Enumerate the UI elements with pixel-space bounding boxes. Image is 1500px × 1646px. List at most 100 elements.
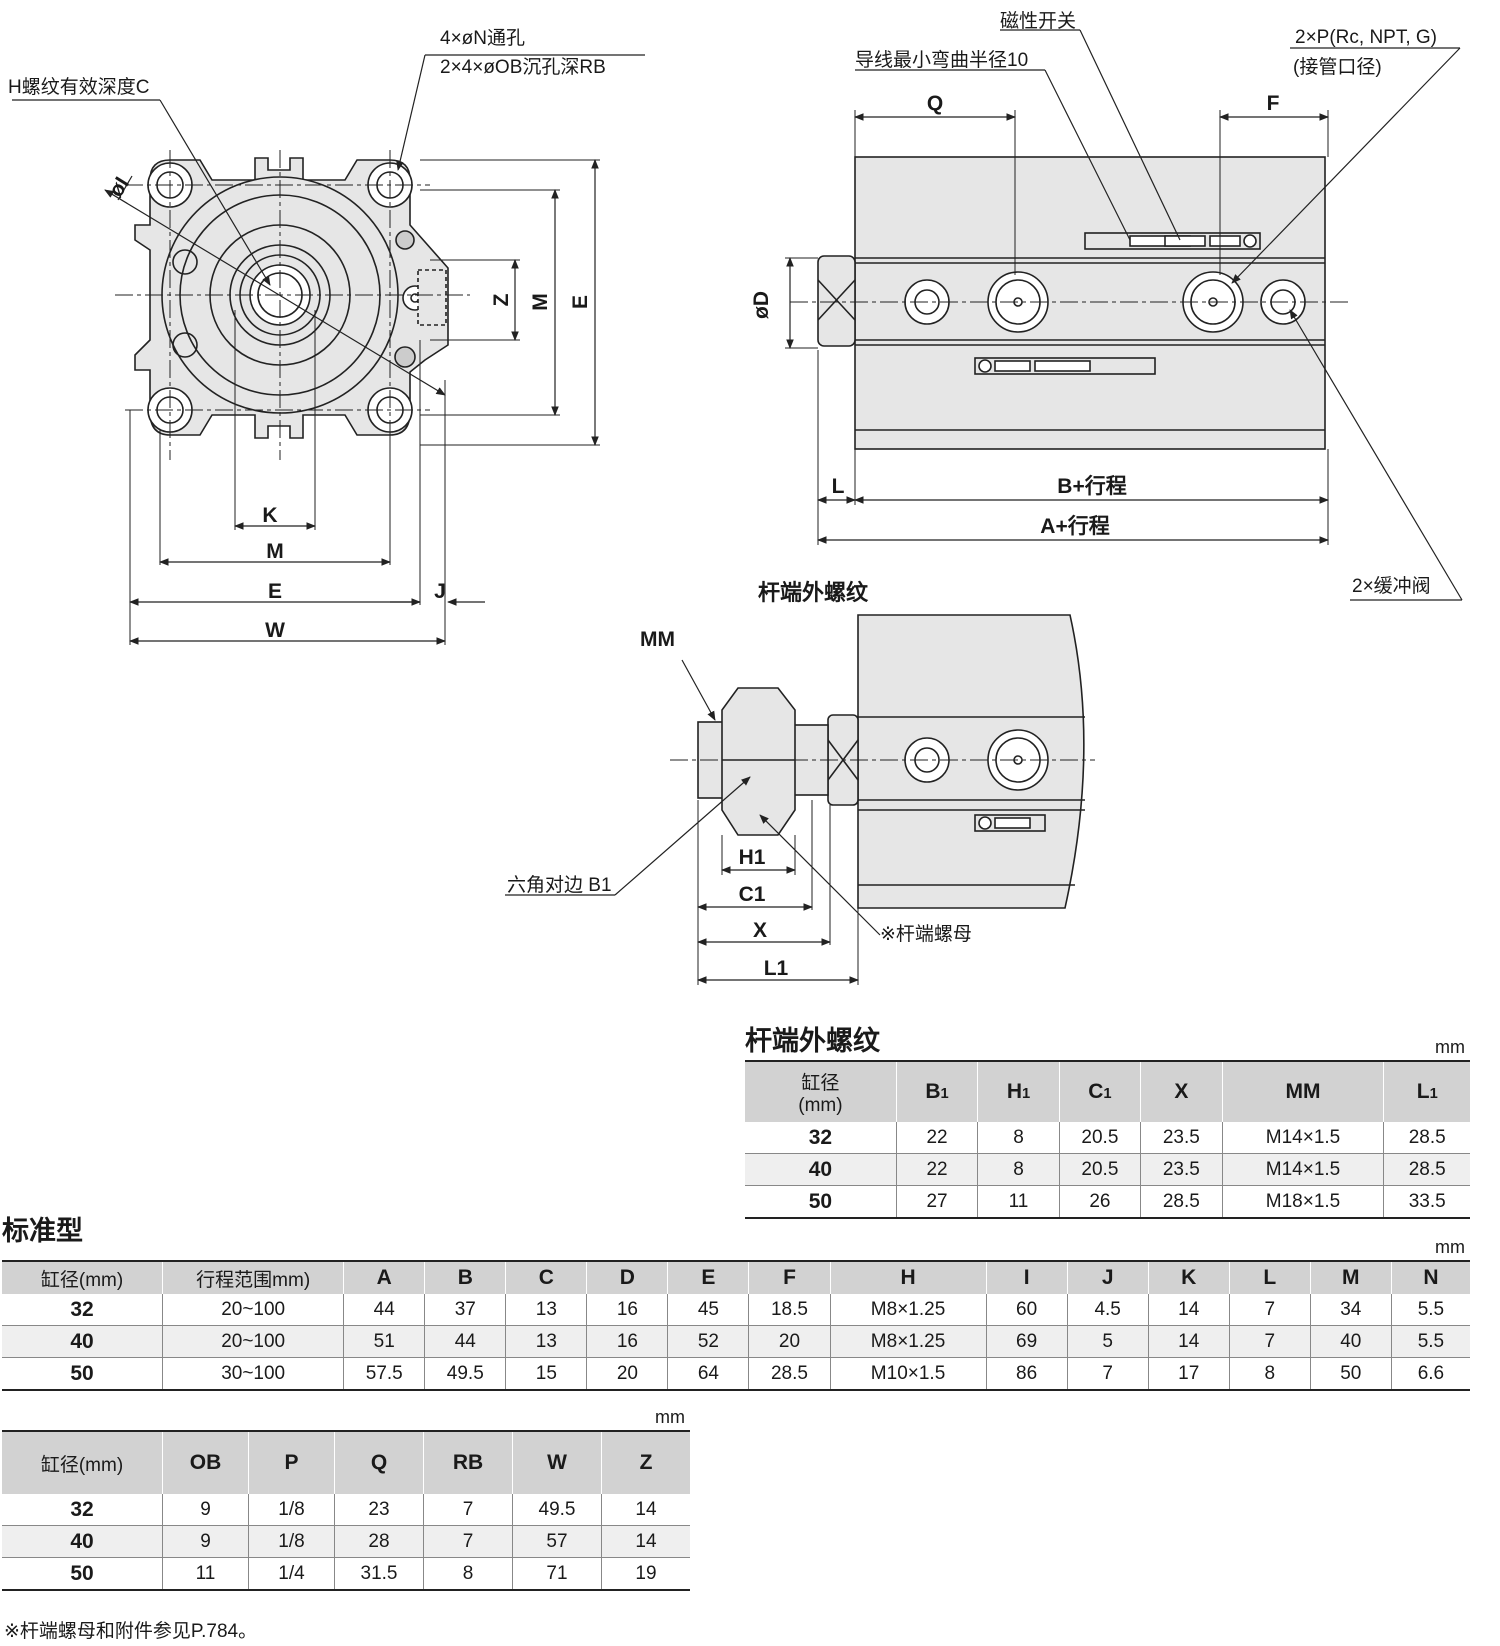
std-table-cell: 40	[1310, 1325, 1392, 1358]
std-table-col: L	[1229, 1261, 1311, 1294]
rod-table-cell: 20.5	[1059, 1122, 1142, 1154]
std-table-cell: M10×1.5	[830, 1357, 987, 1391]
dim-x: X	[753, 919, 767, 942]
ob-table-col: Z	[601, 1431, 690, 1494]
rod-col-bore: 缸径 (mm)	[745, 1061, 897, 1122]
ob-table-cell: 28	[334, 1525, 424, 1558]
std-table-unit: mm	[1435, 1237, 1465, 1257]
mm-callout: MM	[640, 628, 675, 651]
std-table-cell: 32	[2, 1294, 164, 1326]
dim-h1: H1	[739, 846, 766, 869]
std-table-cell: 20~100	[162, 1325, 345, 1358]
std-table-cell: 60	[986, 1294, 1068, 1326]
std-table-cell: M8×1.25	[830, 1294, 987, 1326]
dim-m-horizontal: M	[266, 540, 284, 563]
auto-switch-callout: 磁性开关	[1000, 10, 1076, 32]
ob-table-cell: 49.5	[512, 1494, 602, 1526]
std-table-cell: 30~100	[162, 1357, 345, 1391]
std-table-cell: 7	[1229, 1294, 1311, 1326]
std-table-cell: 13	[505, 1325, 588, 1358]
dim-m-vertical: M	[529, 293, 552, 311]
ob-table-cell: 9	[162, 1494, 249, 1526]
std-table-cell: 8	[1229, 1357, 1311, 1391]
ob-table-cell: 7	[423, 1494, 513, 1526]
rod-table-cell: 26	[1059, 1185, 1142, 1219]
rod-table-cell: 23.5	[1140, 1122, 1223, 1154]
rod-table-cell: 50	[745, 1185, 897, 1219]
std-table-col: 缸径(mm)	[2, 1261, 164, 1294]
rod-table-cell: M14×1.5	[1222, 1122, 1385, 1154]
front-view	[12, 54, 645, 645]
rod-col-b1: B1	[896, 1061, 979, 1122]
std-table-col: I	[986, 1261, 1068, 1294]
std-table-cell: 50	[1310, 1357, 1392, 1391]
ob-table-cell: 7	[423, 1525, 513, 1558]
dim-j: J	[434, 580, 446, 603]
std-table-cell: 69	[986, 1325, 1068, 1358]
std-table-cell: 15	[505, 1357, 588, 1391]
std-table-col: D	[586, 1261, 669, 1294]
h-thread-callout: H螺纹有效深度C	[8, 76, 149, 98]
std-table-cell: 52	[667, 1325, 750, 1358]
ob-table-cell: 19	[601, 1557, 690, 1591]
side-view-labels: 磁性开关 导线最小弯曲半径10 2×P(Rc, NPT, G) (接管口径) 2…	[750, 10, 1437, 597]
dim-d: øD	[750, 291, 773, 319]
drawing: H螺纹有效深度C 4×øN通孔 2×4×øOB沉孔深RB øI K M E W …	[8, 10, 1463, 985]
ob-table-cell: 14	[601, 1494, 690, 1526]
std-table-cell: 6.6	[1391, 1357, 1470, 1391]
rod-col-mm: MM	[1222, 1061, 1385, 1122]
rod-col-h1: H1	[977, 1061, 1060, 1122]
rod-table-cell: 40	[745, 1153, 897, 1186]
ob-table-cell: 9	[162, 1525, 249, 1558]
std-table-cell: 51	[343, 1325, 426, 1358]
std-table-cell: 28.5	[748, 1357, 831, 1391]
ob-table-cell: 23	[334, 1494, 424, 1526]
ob-table-col: W	[512, 1431, 602, 1494]
std-table-cell: 50	[2, 1357, 164, 1391]
std-table-cell: 18.5	[748, 1294, 831, 1326]
hex-callout: 六角对边 B1	[507, 874, 612, 896]
ob-table-cell: 1/4	[248, 1557, 335, 1591]
ob-table-cell: 1/8	[248, 1494, 335, 1526]
rod-table-cell: M18×1.5	[1222, 1185, 1385, 1219]
std-table-cell: 64	[667, 1357, 750, 1391]
std-table-cell: 20	[586, 1357, 669, 1391]
rod-table-cell: 11	[977, 1185, 1060, 1219]
rod-table-header: 缸径 (mm) B1 H1 C1 X MM L1	[745, 1061, 1470, 1122]
ob-table-cell: 8	[423, 1557, 513, 1591]
rod-table-title: 杆端外螺纹	[745, 1026, 880, 1056]
std-table-col: B	[424, 1261, 507, 1294]
ob-table-cell: 32	[2, 1494, 163, 1526]
dim-w: W	[265, 619, 285, 642]
std-table-cell: 5.5	[1391, 1325, 1470, 1358]
ob-table-cell: 50	[2, 1557, 163, 1591]
std-table-cell: 13	[505, 1294, 588, 1326]
port-callout: 2×P(Rc, NPT, G)	[1295, 27, 1437, 48]
std-table-cell: 5.5	[1391, 1294, 1470, 1326]
std-table-cell: 16	[586, 1325, 669, 1358]
dim-e-vertical: E	[569, 295, 592, 309]
ob-table-col: Q	[334, 1431, 424, 1494]
ob-table-unit: mm	[655, 1407, 685, 1427]
std-table-col: C	[505, 1261, 588, 1294]
std-table-cell: 49.5	[424, 1357, 507, 1391]
rod-table-cell: 23.5	[1140, 1153, 1223, 1186]
ob-table-cell: 57	[512, 1525, 602, 1558]
std-table-cell: 7	[1067, 1357, 1149, 1391]
side-view	[785, 29, 1463, 601]
std-table-cell: 4.5	[1067, 1294, 1149, 1326]
std-table-col: N	[1391, 1261, 1470, 1294]
dim-z: Z	[490, 293, 513, 306]
std-table-cell: 40	[2, 1325, 164, 1358]
std-table-cell: 45	[667, 1294, 750, 1326]
cushion-valve-callout: 2×缓冲阀	[1352, 575, 1431, 597]
ob-table-cell: 31.5	[334, 1557, 424, 1591]
dim-b-stroke: B+行程	[1057, 474, 1126, 498]
